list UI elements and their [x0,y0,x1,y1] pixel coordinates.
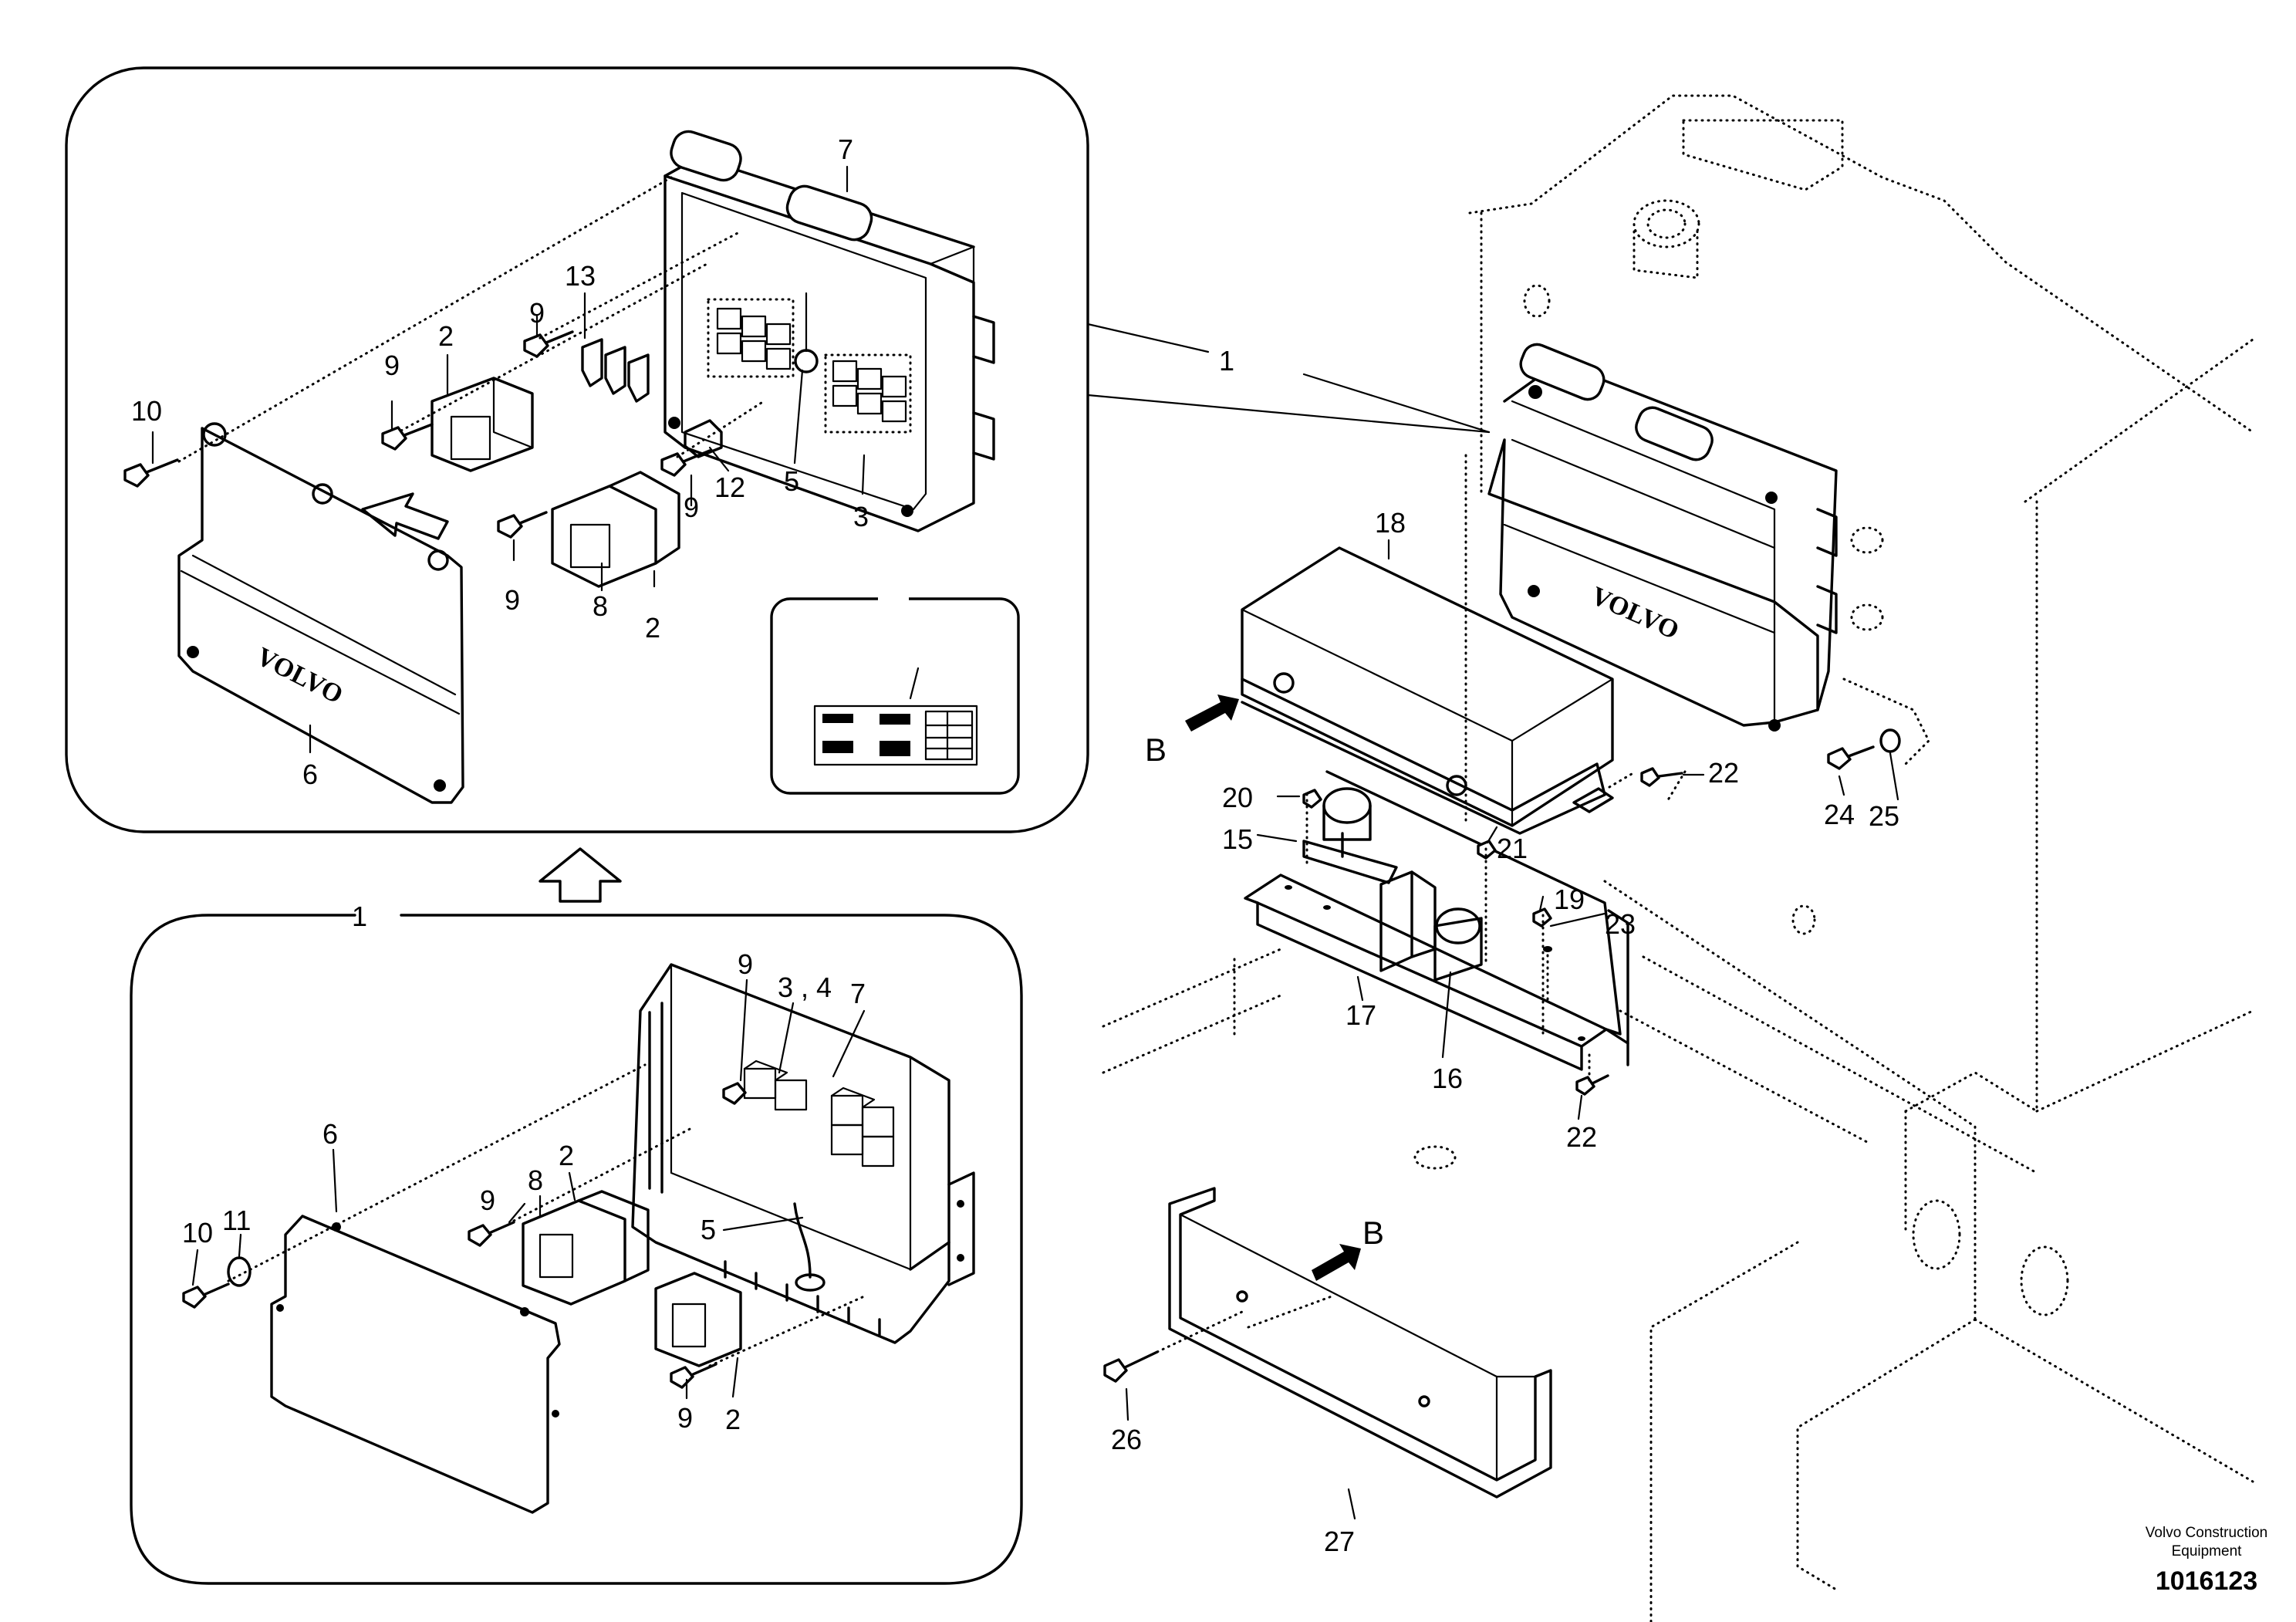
callout-19: 19 [1554,884,1585,915]
machine-view: 1 VOLVO 18 [1086,94,2254,1622]
cover-brand-text: VOLVO [252,642,347,710]
callout-9-top-b: 9 [529,297,545,329]
callout-6-bottom: 6 [322,1118,338,1150]
footer-company-line2: Equipment [2172,1543,2243,1559]
relay-part-8 [551,471,680,588]
callout-8-bottom: 8 [528,1164,543,1196]
callout-20: 20 [1222,782,1253,813]
callout-8-top: 8 [593,590,608,622]
callout-9-top-c: 9 [684,492,699,523]
washer-part-11 [227,1256,252,1287]
callout-1-bottom: 1 [352,901,367,932]
footer-block: Volvo Construction Equipment 1016123 [2146,1525,2267,1596]
callout-5-top: 5 [784,465,799,497]
callout-2-bottom-a: 2 [559,1140,574,1171]
transition-up-arrow [539,847,622,903]
callout-7-bottom: 7 [850,978,866,1009]
callout-21: 21 [1497,833,1528,864]
fuse-part-13 [581,338,650,403]
box-base-part-7 [631,963,975,1344]
callout-16: 16 [1432,1063,1463,1094]
callout-3-top: 3 [853,501,869,532]
housing-part-18 [1241,546,1614,835]
clip-part-12 [684,419,723,458]
relay-part-16 [1379,870,1483,982]
footer-company-line1: Volvo Construction [2146,1525,2267,1541]
callout-23: 23 [1605,908,1636,940]
callout-3-4-bottom: 3 , 4 [778,972,832,1003]
callout-11-bottom: 11 [222,1205,251,1236]
relay-part-8-bottom [522,1190,650,1306]
detail-panel-exploded: VOLVO [65,66,1089,833]
callout-9-top-a: 9 [384,350,400,381]
callout-26: 26 [1111,1424,1142,1455]
tray-part-27 [1168,1187,1552,1499]
detail-panel-assembled: 1 [130,901,1023,1585]
callout-27: 27 [1324,1526,1355,1557]
callout-10-bottom: 10 [182,1217,213,1249]
callout-6-top: 6 [302,759,318,790]
callout-25: 25 [1869,800,1899,832]
view-b-arrow [1185,694,1239,732]
callout-1-right: 1 [1219,345,1234,377]
bracket-part-17 [1244,770,1629,1071]
callout-9-bottom-c: 9 [677,1402,693,1434]
view-b-label: B [1145,732,1167,768]
view-a-inset [770,580,1020,795]
electrical-box-part-7 [663,130,995,532]
callout-5-bottom: 5 [701,1214,716,1245]
callout-9-bottom-b: 9 [480,1184,495,1216]
callout-24: 24 [1824,799,1855,830]
callout-2-top-a: 2 [438,320,454,352]
cover-plate-part-6-bottom [270,1215,561,1514]
callout-18: 18 [1375,507,1406,539]
callout-10-top: 10 [131,395,162,427]
relay-part-2-bottom [654,1272,742,1367]
callout-2-top-b: 2 [645,612,660,644]
view-b-arrow-lower [1312,1244,1361,1281]
callout-22-upper: 22 [1708,757,1739,789]
callout-7-top: 7 [838,133,853,165]
callout-17: 17 [1346,999,1376,1031]
relay-part-2-upper [430,377,534,472]
relay-part-15 [1302,787,1398,884]
callout-12: 12 [714,471,745,503]
control-box-right: VOLVO [1487,343,1884,732]
callout-15: 15 [1222,823,1253,855]
callout-9-top-d: 9 [505,584,520,616]
label-decal-part-14 [813,705,978,766]
callout-9-bottom-a: 9 [738,948,753,980]
view-b-label-lower: B [1362,1215,1384,1251]
cover-part-6: VOLVO [177,422,464,804]
callout-13: 13 [565,260,596,292]
drawing-number: 1016123 [2156,1566,2257,1596]
view-a-arrow [361,492,449,540]
callout-22-lower: 22 [1566,1121,1597,1153]
callout-2-bottom-b: 2 [725,1404,741,1435]
